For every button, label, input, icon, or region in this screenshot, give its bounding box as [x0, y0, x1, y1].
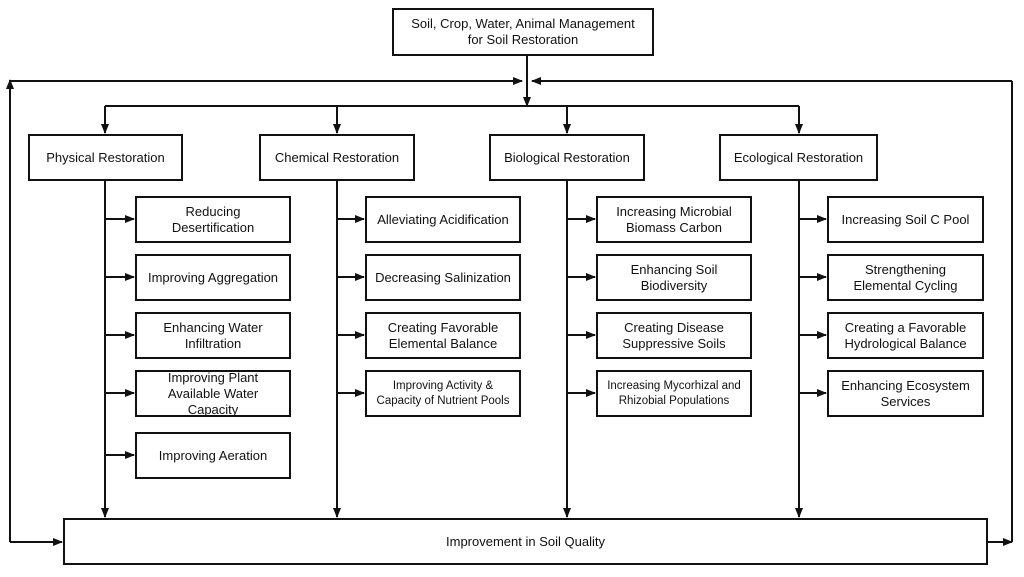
decreasing-salinization-box: Decreasing Salinization [365, 254, 521, 301]
alleviating-acidification-label: Alleviating Acidification [377, 211, 509, 227]
soil-biodiversity-box: Enhancing Soil Biodiversity [596, 254, 752, 301]
biological-restoration-box: Biological Restoration [489, 134, 645, 181]
soil-quality-label: Improvement in Soil Quality [446, 533, 605, 549]
favorable-elemental-balance-box: Creating Favorable Elemental Balance [365, 312, 521, 359]
soil-c-pool-box: Increasing Soil C Pool [827, 196, 984, 243]
soil-quality-box: Improvement in Soil Quality [63, 518, 988, 565]
mycorhizal-rhizobial-label: Increasing Mycorhizal and Rhizobial Popu… [607, 379, 741, 407]
management-box-label: Soil, Crop, Water, Animal Management for… [411, 16, 635, 47]
ecological-restoration-box: Ecological Restoration [719, 134, 878, 181]
improving-aeration-box: Improving Aeration [135, 432, 291, 479]
physical-restoration-box: Physical Restoration [28, 134, 183, 181]
physical-restoration-label: Physical Restoration [46, 149, 165, 165]
favorable-elemental-balance-label: Creating Favorable Elemental Balance [387, 319, 499, 351]
improving-plant-water-capacity-box: Improving Plant Available Water Capacity [135, 370, 291, 417]
ecological-restoration-label: Ecological Restoration [733, 149, 864, 165]
nutrient-pools-box: Improving Activity & Capacity of Nutrien… [365, 370, 521, 417]
ecosystem-services-box: Enhancing Ecosystem Services [827, 370, 984, 417]
soil-c-pool-label: Increasing Soil C Pool [841, 211, 970, 227]
reducing-desertification-box: Reducing Desertification [135, 196, 291, 243]
reducing-desertification-label: Reducing Desertification [171, 203, 255, 235]
management-box: Soil, Crop, Water, Animal Management for… [392, 8, 654, 56]
improving-plant-water-capacity-label: Improving Plant Available Water Capacity [167, 369, 259, 417]
enhancing-water-infiltration-label: Enhancing Water Infiltration [163, 319, 263, 351]
nutrient-pools-label: Improving Activity & Capacity of Nutrien… [376, 379, 510, 407]
improving-aggregation-label: Improving Aggregation [147, 269, 279, 285]
disease-suppressive-soils-label: Creating Disease Suppressive Soils [622, 319, 726, 351]
enhancing-water-infiltration-box: Enhancing Water Infiltration [135, 312, 291, 359]
improving-aggregation-box: Improving Aggregation [135, 254, 291, 301]
ecosystem-services-label: Enhancing Ecosystem Services [841, 377, 970, 409]
chemical-restoration-box: Chemical Restoration [259, 134, 415, 181]
mycorhizal-rhizobial-box: Increasing Mycorhizal and Rhizobial Popu… [596, 370, 752, 417]
hydrological-balance-box: Creating a Favorable Hydrological Balanc… [827, 312, 984, 359]
disease-suppressive-soils-box: Creating Disease Suppressive Soils [596, 312, 752, 359]
elemental-cycling-label: Strengthening Elemental Cycling [853, 261, 958, 293]
elemental-cycling-box: Strengthening Elemental Cycling [827, 254, 984, 301]
soil-biodiversity-label: Enhancing Soil Biodiversity [630, 261, 718, 293]
chemical-restoration-label: Chemical Restoration [274, 149, 400, 165]
hydrological-balance-label: Creating a Favorable Hydrological Balanc… [844, 319, 967, 351]
improving-aeration-label: Improving Aeration [158, 447, 268, 463]
microbial-biomass-carbon-box: Increasing Microbial Biomass Carbon [596, 196, 752, 243]
biological-restoration-label: Biological Restoration [504, 149, 630, 165]
decreasing-salinization-label: Decreasing Salinization [375, 269, 511, 285]
alleviating-acidification-box: Alleviating Acidification [365, 196, 521, 243]
microbial-biomass-carbon-label: Increasing Microbial Biomass Carbon [616, 203, 732, 235]
